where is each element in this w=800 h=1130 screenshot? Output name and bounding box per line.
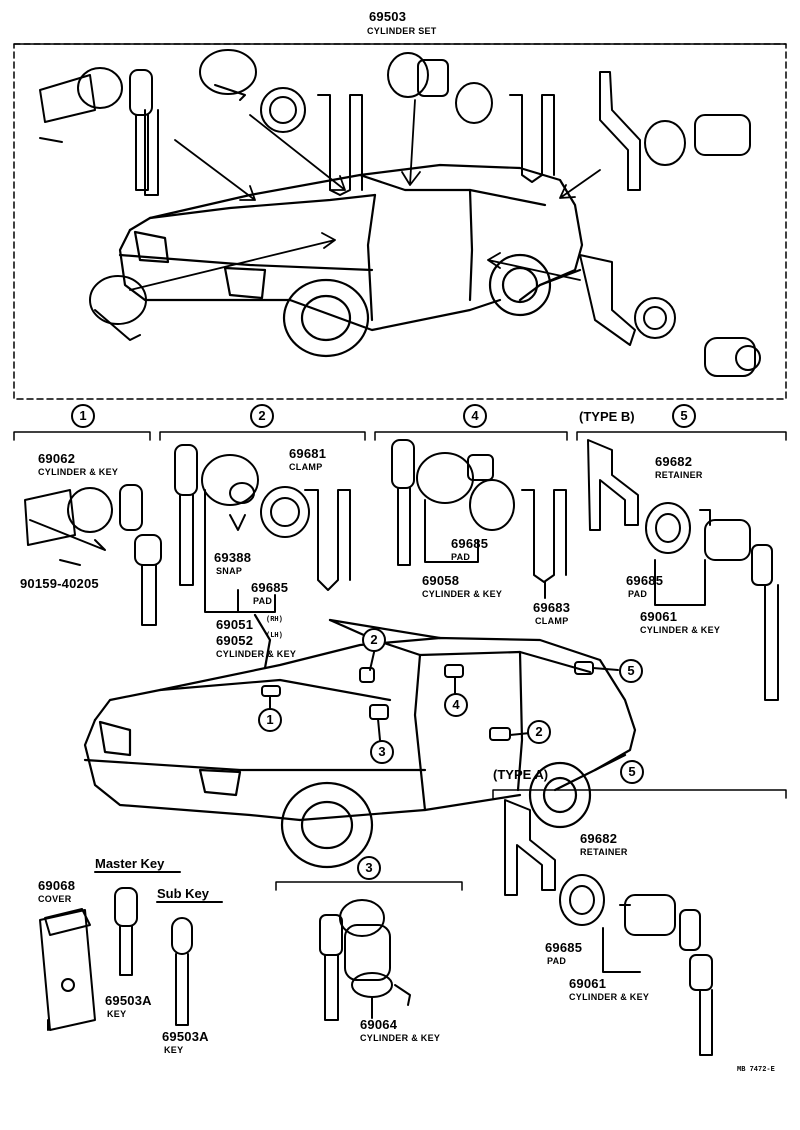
label-69503a-sub-name: KEY (164, 1045, 184, 1055)
section-4-parts (391, 439, 567, 599)
label-69685-b-name: PAD (628, 589, 648, 599)
label-69685-s4: 69685 (451, 536, 489, 551)
section-2-parts (174, 444, 351, 613)
label-69685-s4-name: PAD (451, 552, 471, 562)
section-1-parts (24, 484, 162, 626)
label-69051: 69051 (216, 617, 254, 632)
section-5a-marker: 5 (620, 760, 644, 784)
label-69064-name: CYLINDER & KEY (360, 1033, 441, 1043)
label-69062-name: CYLINDER & KEY (38, 467, 119, 477)
section-brackets (13, 431, 787, 891)
section-3-marker: 3 (357, 856, 381, 880)
section-3-parts (319, 899, 411, 1021)
label-69388: 69388 (214, 550, 252, 565)
middle-car (83, 613, 637, 869)
label-69061-b: 69061 (640, 609, 678, 624)
drawing-code: MB 7472-E (737, 1066, 775, 1074)
top-parts (39, 49, 761, 377)
car-lock-marks (261, 647, 619, 741)
label-69685-s2: 69685 (251, 580, 289, 595)
label-69685-b: 69685 (626, 573, 664, 588)
label-69061-a: 69061 (569, 976, 607, 991)
label-69062: 69062 (38, 451, 76, 466)
car-callout-4: 4 (444, 693, 468, 717)
top-car (118, 163, 584, 358)
bottom-left-parts (39, 871, 223, 1031)
label-69061-b-name: CYLINDER & KEY (640, 625, 721, 635)
label-69682-a-name: RETAINER (580, 847, 628, 857)
label-69388-name: SNAP (216, 566, 243, 576)
master-key-heading: Master Key (95, 856, 165, 871)
label-69681-name: CLAMP (289, 462, 323, 472)
label-90159: 90159-40205 (20, 576, 99, 591)
car-callout-2-door: 2 (527, 720, 551, 744)
label-69068-name: COVER (38, 894, 72, 904)
car-callout-2-top: 2 (362, 628, 386, 652)
label-69503a-master-name: KEY (107, 1009, 127, 1019)
label-69058-name: CYLINDER & KEY (422, 589, 503, 599)
label-69685-s2-name: PAD (253, 596, 273, 606)
label-69064: 69064 (360, 1017, 398, 1032)
label-69683: 69683 (533, 600, 571, 615)
label-69682-a: 69682 (580, 831, 618, 846)
sub-key-heading: Sub Key (157, 886, 210, 901)
label-69682-b: 69682 (655, 454, 693, 469)
section-1-marker: 1 (71, 404, 95, 428)
label-69068: 69068 (38, 878, 76, 893)
car-callout-5: 5 (619, 659, 643, 683)
car-callout-1: 1 (258, 708, 282, 732)
label-69061-a-name: CYLINDER & KEY (569, 992, 650, 1002)
label-69052-name: CYLINDER & KEY (216, 649, 297, 659)
label-69503a-sub: 69503A (162, 1029, 209, 1044)
label-69681: 69681 (289, 446, 327, 461)
type-a-label: (TYPE A) (493, 767, 549, 782)
section-5a-parts (504, 799, 713, 1056)
car-callout-3: 3 (370, 740, 394, 764)
section-5b-parts (587, 439, 779, 701)
label-69683-name: CLAMP (535, 616, 569, 626)
label-69503a-master: 69503A (105, 993, 152, 1008)
label-69682-b-name: RETAINER (655, 470, 703, 480)
type-b-label: (TYPE B) (579, 409, 635, 424)
section-2-marker: 2 (250, 404, 274, 428)
label-69052: 69052 (216, 633, 254, 648)
title-part-name: CYLINDER SET (367, 26, 437, 36)
label-69685-a: 69685 (545, 940, 583, 955)
top-arrows (129, 99, 601, 291)
label-69052-side: (LH) (266, 632, 283, 640)
label-69051-side: (RH) (266, 616, 283, 624)
label-69685-a-name: PAD (547, 956, 567, 966)
section-5b-marker: 5 (672, 404, 696, 428)
section-4-marker: 4 (463, 404, 487, 428)
label-69058: 69058 (422, 573, 460, 588)
title-part-no: 69503 (369, 9, 407, 24)
